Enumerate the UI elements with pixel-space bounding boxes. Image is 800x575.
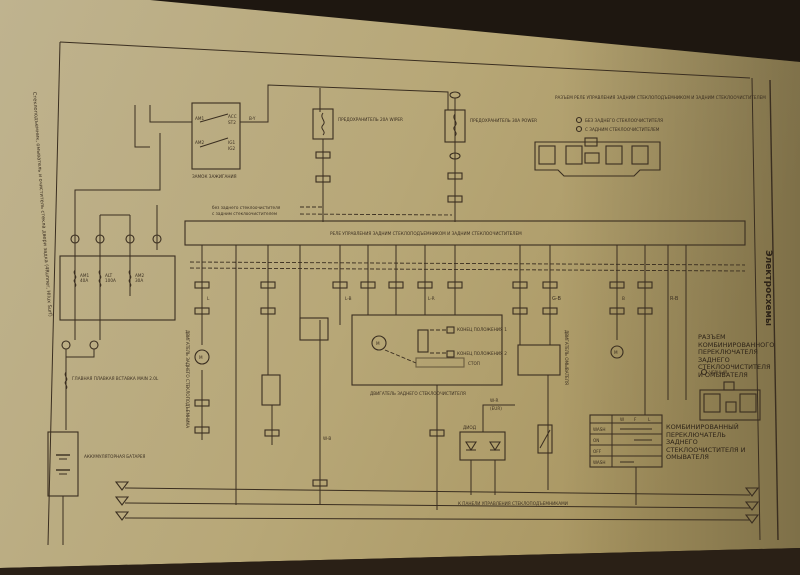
ignition-switch: AM1 ACC ST2 AM2 IG1 IG2 ЗАМОК ЗАЖИГАНИЯ bbox=[191, 102, 241, 179]
battery-label-label: АККУМУЛЯТОРНАЯ БАТАРЕЯ bbox=[84, 454, 146, 459]
switch_table-rows-0-label: WASH bbox=[593, 427, 606, 432]
note-no-rear-wiper: без заднего стеклоочистителя bbox=[212, 205, 281, 210]
switch_table-rows-1-label: ON bbox=[593, 438, 599, 443]
main-fusible-link: ГЛАВНАЯ ПЛАВКАЯ ВСТАВКА MAIN 2.0L bbox=[64, 357, 159, 430]
diode-label-label: ДИОД bbox=[463, 425, 477, 430]
bottom_note-label: К ПАНЕЛИ УПРАВЛЕНИЯ СТЕКЛОПОДЪЕМНИКАМИ bbox=[458, 501, 568, 506]
relay-label: РЕЛЕ УПРАВЛЕНИЯ ЗАДНИМ СТЕКЛОПОДЪЕМНИКОМ… bbox=[330, 231, 522, 236]
washer-motor: M bbox=[610, 345, 624, 359]
svg-text:M: M bbox=[199, 355, 203, 360]
section-title: Электросхемы bbox=[763, 250, 773, 326]
window-regulator-motor: M ДВИГАТЕЛЬ ЗАДНЕГО СТЕКЛОПОДЪЕМНИКА bbox=[185, 330, 210, 428]
main_link-label-label: ГЛАВНАЯ ПЛАВКАЯ ВСТАВКА MAIN 2.0L bbox=[72, 376, 159, 381]
ignition-terminals-3-label: AM2 bbox=[195, 140, 204, 145]
wire_labels-2-label: B bbox=[622, 296, 625, 301]
wire-label-r-b: R-B bbox=[670, 296, 679, 302]
wire_labels-5-label: L bbox=[207, 296, 210, 301]
ignition-terminals-0-label: AM1 bbox=[195, 116, 204, 121]
wire_labels-4-label: W-R bbox=[490, 398, 498, 403]
page-frame bbox=[47, 41, 779, 546]
wiper_motor-stop-label: СТОП bbox=[468, 361, 480, 366]
combination-switch-connector: ЧЕРНЫЙ bbox=[699, 368, 761, 421]
wire-label-g-b: G-B bbox=[552, 296, 562, 302]
switch_table-columns-1-label: F bbox=[634, 417, 637, 422]
wiper_motor-pos1-label: КОНЕЦ ПОЛОЖЕНИЯ 1 bbox=[457, 327, 507, 332]
fuse_block-1-rating-label: 100A bbox=[105, 278, 116, 283]
fuse_block-0-rating-label: 40A bbox=[80, 278, 88, 283]
ignition-terminals-4-label: IG2 bbox=[228, 146, 235, 151]
note-with-rear-wiper: с задним стеклоочистителем bbox=[212, 211, 277, 216]
svg-text:M: M bbox=[376, 341, 380, 346]
fuse_block-0-name-label: AM1 bbox=[80, 273, 89, 278]
wire_labels-1-label: W-B bbox=[323, 436, 331, 441]
connector_top-caption-label: РАЗЪЕМ РЕЛЕ УПРАВЛЕНИЯ ЗАДНИМ СТЕКЛОПОДЪ… bbox=[555, 95, 766, 100]
switch_table-columns-0-label: W bbox=[620, 417, 624, 422]
connector_top-legend1-label: БЕЗ ЗАДНЕГО СТЕКЛООЧИСТИТЕЛЯ bbox=[585, 118, 663, 123]
window_motor-label-label: ДВИГАТЕЛЬ ЗАДНЕГО СТЕКЛОПОДЪЕМНИКА bbox=[185, 330, 190, 428]
rear-wiper-motor: M КОНЕЦ ПОЛОЖЕНИЯ 1 КОНЕЦ ПОЛОЖЕНИЯ 2 СТ… bbox=[351, 314, 507, 396]
relay-output-wires bbox=[189, 245, 746, 510]
ground-bus bbox=[114, 481, 760, 524]
fuse_block-2-name-label: AM2 bbox=[135, 273, 144, 278]
wire_labels-6-label: L-R bbox=[428, 296, 435, 301]
ignition-terminals-5-label: ST2 bbox=[228, 120, 236, 125]
window-switch bbox=[261, 317, 329, 406]
washer-relay: ДВИГАТЕЛЬ ОМЫВАТЕЛЯ bbox=[517, 330, 569, 454]
relay-box: РЕЛЕ УПРАВЛЕНИЯ ЗАДНИМ СТЕКЛОПОДЪЕМНИКОМ… bbox=[184, 220, 746, 246]
fuse_block-2-rating-label: 30A bbox=[135, 278, 143, 283]
washer_motor-label-label: ДВИГАТЕЛЬ ОМЫВАТЕЛЯ bbox=[564, 330, 569, 385]
ignition-switch-label: ЗАМОК ЗАЖИГАНИЯ bbox=[192, 174, 237, 179]
wire-connectors: L L-B L-R W-B B G-B R-B bbox=[194, 281, 679, 487]
wire_labels-3-label: L-B bbox=[345, 296, 352, 301]
bottom-shadow bbox=[0, 548, 800, 575]
wire_labels-0-label: B-Y bbox=[249, 116, 256, 121]
fuses-0-label-label: ПРЕДОХРАНИТЕЛЬ 20A WIPER bbox=[338, 117, 403, 122]
wiper_motor-label-label: ДВИГАТЕЛЬ ЗАДНЕГО СТЕКЛООЧИСТИТЕЛЯ bbox=[370, 391, 466, 396]
svg-text:M: M bbox=[614, 350, 618, 355]
connector_bottom-color-label: ЧЕРНЫЙ bbox=[709, 370, 727, 375]
combination-switch-connector-caption: РАЗЪЕМ КОМБИНИРОВАННОГО ПЕРЕКЛЮЧАТЕЛЯ ЗА… bbox=[698, 333, 775, 379]
diode-block: ДИОД W-R (EUR) К ПАНЕЛИ УПРАВЛЕНИЯ СТЕКЛ… bbox=[458, 398, 568, 506]
switch_table-rows-3-label: WASH bbox=[593, 460, 606, 465]
switch_table-columns-2-label: L bbox=[648, 417, 651, 422]
ignition-terminals-2-label: IG1 bbox=[228, 140, 235, 145]
switch_table-rows-2-label: OFF bbox=[593, 449, 602, 454]
fuse-block: AM1 40A ALT 100A AM2 30A bbox=[59, 205, 176, 358]
relay-connector-pinout: РАЗЪЕМ РЕЛЕ УПРАВЛЕНИЯ ЗАДНИМ СТЕКЛОПОДЪ… bbox=[534, 95, 766, 177]
combination-switch-caption: КОМБИНИРОВАННЫЙ ПЕРЕКЛЮЧАТЕЛЬ ЗАДНЕГО СТ… bbox=[666, 423, 746, 461]
combination-switch-table: W F L WASH ON OFF WASH bbox=[589, 414, 663, 505]
connector_top-legend2-label: С ЗАДНИМ СТЕКЛООЧИСТИТЕЛЕМ bbox=[585, 127, 660, 132]
wire_labels-9-label: (EUR) bbox=[490, 406, 502, 411]
fuses-1-label-label: ПРЕДОХРАНИТЕЛЬ 30A POWER bbox=[470, 118, 537, 123]
ignition-terminals-1-label: ACC bbox=[228, 114, 237, 119]
fuse_block-1-name-label: ALT bbox=[105, 273, 113, 278]
wiper_motor-pos2-label: КОНЕЦ ПОЛОЖЕНИЯ 2 bbox=[457, 351, 507, 356]
